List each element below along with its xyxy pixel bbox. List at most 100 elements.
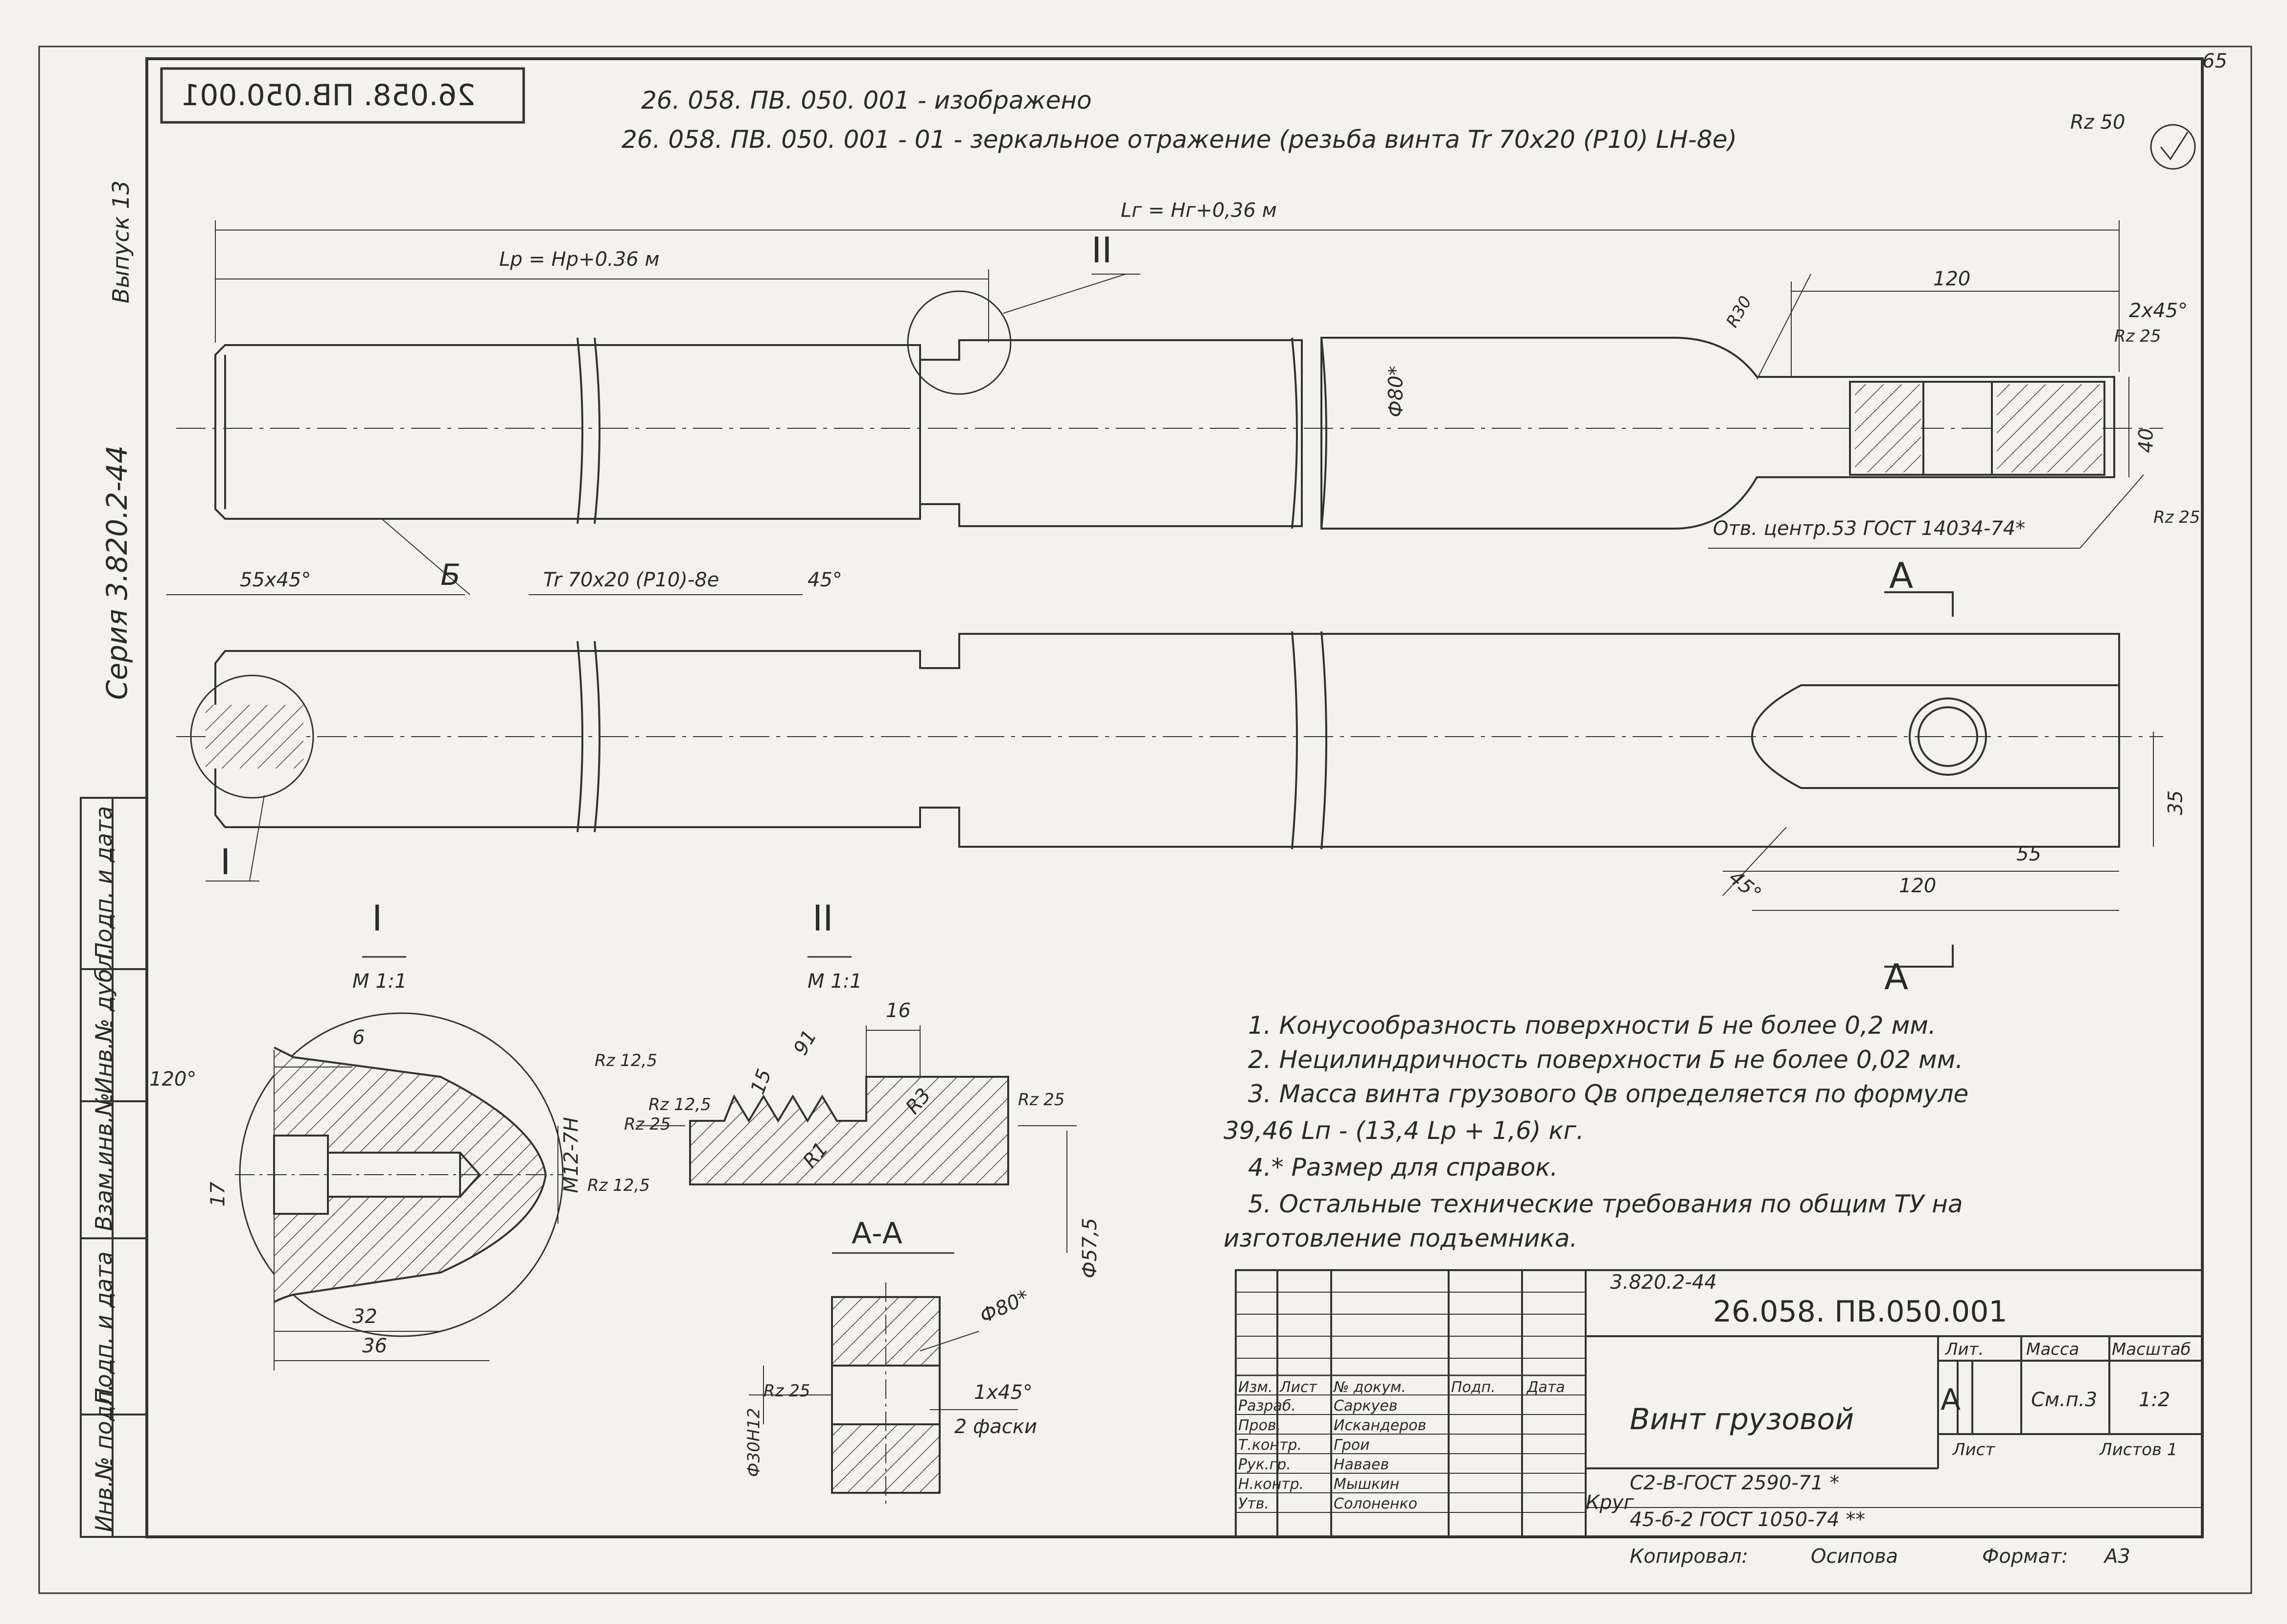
angle-45: 45° [808,569,842,591]
tb-lit: А [1940,1383,1961,1417]
tb-material-top: С2-В-ГОСТ 2590-71 * [1630,1472,1840,1494]
detail-II-dim-16: 16 [886,999,911,1022]
variant-line-2: 26. 058. ПВ. 050. 001 - 01 - зеркальное … [622,125,1737,154]
detail-I-dim-17: 17 [207,1182,230,1207]
tb-material-bottom: 45-б-2 ГОСТ 1050-74 ** [1630,1508,1866,1531]
dim-thread-length: Lр = Нр+0.36 м [499,248,660,271]
surface-B-label: Б [440,558,461,592]
detail-I-thread: М12-7Н [560,1117,583,1193]
tb-role: Утв. [1238,1495,1269,1512]
screw-side-view [214,631,2120,850]
side-field-0: Подп. и дата [91,806,117,959]
section-A-top: А [1889,555,1914,596]
side-field-2: Взам.инв.№ [91,1092,117,1231]
roughness-general: Rz 50 [2070,111,2125,134]
tb-series: 3.820.2-44 [1610,1271,1717,1294]
detail-II-dia-575: Ф57,5 [1078,1218,1101,1278]
tb-role: Разраб. [1238,1397,1296,1415]
tb-format-label: Формат: [1982,1545,2068,1568]
dim-120-bottom: 120 [1899,875,1937,897]
tb-role: Пров. [1238,1417,1281,1434]
thread-spec: Tr 70x20 (P10)-8e [543,569,719,591]
note-line: 5. Остальные технические требования по о… [1248,1190,1963,1218]
note-line: изготовление подъемника. [1224,1224,1578,1253]
tb-hdr-izm: Изм. [1238,1379,1273,1396]
dim-total-length: Lг = Нг+0,36 м [1121,199,1277,222]
tb-person: Саркуев [1334,1397,1398,1415]
section-AA-rz25: Rz 25 [763,1381,810,1401]
tb-copied-by: Осипова [1811,1545,1898,1568]
section-AA-title: А-А [852,1216,902,1251]
tb-scale-header: Масштаб [2112,1340,2191,1359]
detail-I-ref: I [220,841,231,882]
rz25-top-right: Rz 25 [2114,326,2161,346]
title-block-grid [1235,1269,2203,1538]
issue-label: Выпуск 13 [108,180,134,303]
outer-frame [38,46,2252,1594]
center-hole-spec: Отв. центр.53 ГОСТ 14034-74* [1713,517,2026,540]
tb-role: Н.контр. [1238,1476,1304,1493]
detail-II-rz12: Rz 12,5 [648,1095,711,1114]
tb-role: Рук.гр. [1238,1456,1291,1473]
note-line: 4.* Размер для справок. [1248,1153,1558,1182]
tb-name: Винт грузовой [1630,1402,1854,1437]
section-AA-chamfer: 1x45° [974,1381,1033,1404]
tb-material-label: Круг [1586,1491,1634,1514]
stamp-box [160,67,525,124]
variant-line-1: 26. 058. ПВ. 050. 001 - изображено [641,86,1092,115]
dim-55: 55 [2016,843,2041,865]
detail-I-dim-32: 32 [352,1305,377,1328]
detail-I-title: I [372,898,383,939]
dim-len-120: 120 [1933,268,1971,290]
tb-sheet: Лист [1953,1440,1995,1460]
tb-lit-header: Лит. [1945,1340,1984,1359]
detail-I-rz-top: Rz 12,5 [595,1051,657,1070]
tb-hdr-sign: Подп. [1451,1379,1496,1396]
detail-II-circle [907,290,1012,395]
tb-designation: 26.058. ПВ.050.001 [1713,1295,2008,1329]
tb-copied-label: Копировал: [1630,1545,1749,1568]
tb-scale: 1:2 [2139,1389,2171,1411]
detail-I-rz-right: Rz 12,5 [587,1176,650,1195]
series-label: Серия 3.820.2-44 [100,445,134,700]
detail-I-scale: М 1:1 [352,970,407,993]
tb-person: Солоненко [1334,1495,1417,1512]
side-strip [80,797,148,1538]
side-field-3: Подп. и дата [91,1251,117,1405]
note-line: 39,46 Lп - (13,4 Lр + 1,6) кг. [1224,1116,1584,1145]
detail-II-scale: М 1:1 [808,970,862,993]
tb-hdr-list: Лист [1280,1379,1317,1396]
detail-II-rz25-left: Rz 25 [624,1114,671,1134]
detail-I-circle [190,674,314,799]
section-AA-drawing [749,1282,1018,1508]
mirrored-stamp: 26.058. ПВ.050.001 [181,78,476,113]
tb-mass-header: Масса [2026,1340,2079,1359]
tb-person: Грои [1334,1437,1370,1454]
detail-II-title: II [812,898,833,939]
side-field-4: Инв.№ подл. [91,1384,117,1532]
screw-top-view [214,337,2115,530]
tb-person: Наваев [1334,1456,1389,1473]
detail-I-angle: 120° [149,1068,197,1090]
tb-mass: См.п.3 [2031,1389,2098,1411]
tb-sheets: Листов 1 [2100,1440,2178,1460]
detail-I-drawing [235,956,564,1370]
dim-chamfer-5x45: 55x45° [240,569,311,591]
tb-hdr-doc: № докум. [1334,1379,1406,1396]
tb-hdr-date: Дата [1527,1379,1565,1396]
page-number: 65 [2202,50,2227,72]
dim-35: 35 [2164,790,2187,815]
note-line: 3. Масса винта грузового Qв определяется… [1248,1080,1969,1108]
dim-diameter: Ф80* [1385,366,1408,418]
tb-person: Мышкин [1334,1476,1400,1493]
dim-40: 40 [2135,428,2158,453]
section-A-bottom: А [1884,956,1909,998]
detail-II-rz25-right: Rz 25 [1018,1090,1065,1110]
note-line: 1. Конусообразность поверхности Б не бол… [1248,1011,1936,1040]
detail-II-ref: II [1091,230,1112,271]
section-AA-chamfer-note: 2 фаски [954,1415,1038,1438]
dim-chamfer-2x45: 2x45° [2129,300,2188,322]
side-field-1: Инв.№ дубл. [91,947,117,1094]
